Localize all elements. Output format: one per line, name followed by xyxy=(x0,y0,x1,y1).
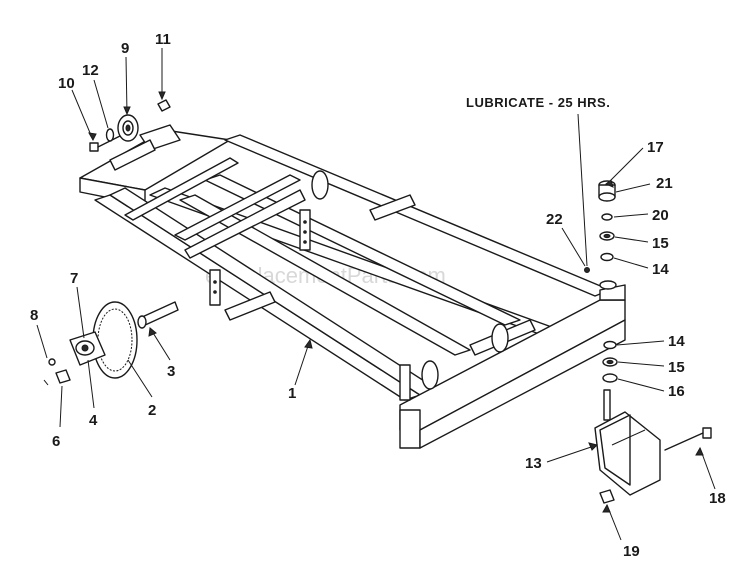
callout-20: 20 xyxy=(652,207,669,224)
callout-2: 2 xyxy=(148,402,156,419)
callout-9: 9 xyxy=(121,40,129,57)
callout-21: 21 xyxy=(656,175,673,192)
sprocket-assembly xyxy=(43,301,179,386)
callout-7: 7 xyxy=(70,270,78,287)
callout-4: 4 xyxy=(89,412,98,429)
callout-18: 18 xyxy=(709,490,726,507)
callout-22: 22 xyxy=(546,211,563,228)
frame-assembly xyxy=(79,124,626,449)
leader-lines xyxy=(36,48,716,541)
callout-14-lower: 14 xyxy=(668,333,685,350)
callout-3: 3 xyxy=(167,363,175,380)
callout-19: 19 xyxy=(623,543,640,560)
callout-labels: 1 2 3 4 6 7 8 9 10 11 12 13 14 14 15 15 … xyxy=(30,31,726,560)
callout-6: 6 xyxy=(52,433,60,450)
callout-1: 1 xyxy=(288,385,296,402)
callout-10: 10 xyxy=(58,75,75,92)
callout-15-lower: 15 xyxy=(668,359,685,376)
callout-11: 11 xyxy=(155,31,171,48)
pivot-stack-lower xyxy=(602,340,618,383)
pulley-assembly xyxy=(89,99,171,152)
callout-17: 17 xyxy=(647,139,664,156)
arrowheads xyxy=(88,91,704,513)
callout-15-upper: 15 xyxy=(652,235,669,252)
callout-16: 16 xyxy=(668,383,685,400)
callout-8: 8 xyxy=(30,307,38,324)
caster-bracket xyxy=(594,389,712,504)
lubricate-note: LUBRICATE - 25 HRS. xyxy=(466,95,610,110)
callout-14-upper: 14 xyxy=(652,261,669,278)
callout-12: 12 xyxy=(82,62,99,79)
callout-13: 13 xyxy=(525,455,542,472)
pivot-stack-upper xyxy=(584,180,616,273)
